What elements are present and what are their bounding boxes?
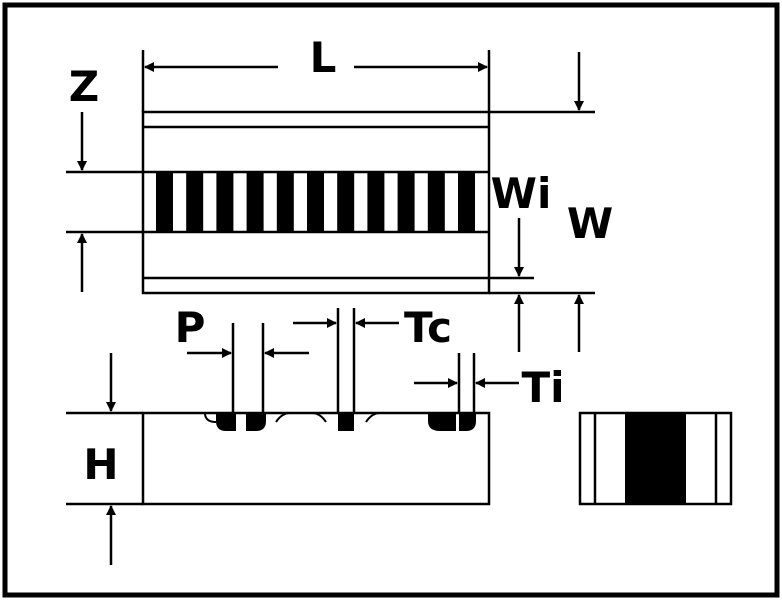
electrode-stripe — [458, 172, 475, 232]
label-z: Z — [69, 62, 99, 111]
end-view — [578, 411, 733, 506]
end-view-electrode — [625, 413, 686, 504]
p-dimension — [187, 323, 309, 413]
tc-dimension — [293, 308, 399, 413]
side-view-electrode-bumps — [216, 413, 476, 431]
electrode-stripe — [276, 172, 294, 232]
electrode-stripe — [307, 172, 324, 232]
side-view — [66, 411, 491, 506]
label-tc: Tc — [404, 303, 452, 352]
ti-dimension — [414, 353, 519, 413]
top-view-body — [141, 110, 491, 295]
electrode-stripe — [397, 172, 415, 232]
label-p: P — [175, 303, 206, 352]
electrode-stripe — [156, 172, 173, 232]
label-w: W — [567, 199, 613, 248]
electrode-stripe — [337, 172, 355, 232]
label-wi: Wi — [491, 169, 552, 218]
l-dimension — [141, 50, 491, 112]
side-view-gaps — [204, 412, 381, 423]
label-h: H — [83, 440, 118, 489]
electrode-stripes — [156, 172, 475, 232]
electrode-stripe — [367, 172, 385, 232]
label-l: L — [310, 33, 337, 82]
electrode-stripe — [246, 172, 264, 232]
electrode-stripe — [186, 172, 204, 232]
electrode-stripe — [216, 172, 234, 232]
electrode-stripe — [427, 172, 445, 232]
label-ti: Ti — [521, 363, 564, 412]
top-view — [66, 110, 595, 295]
